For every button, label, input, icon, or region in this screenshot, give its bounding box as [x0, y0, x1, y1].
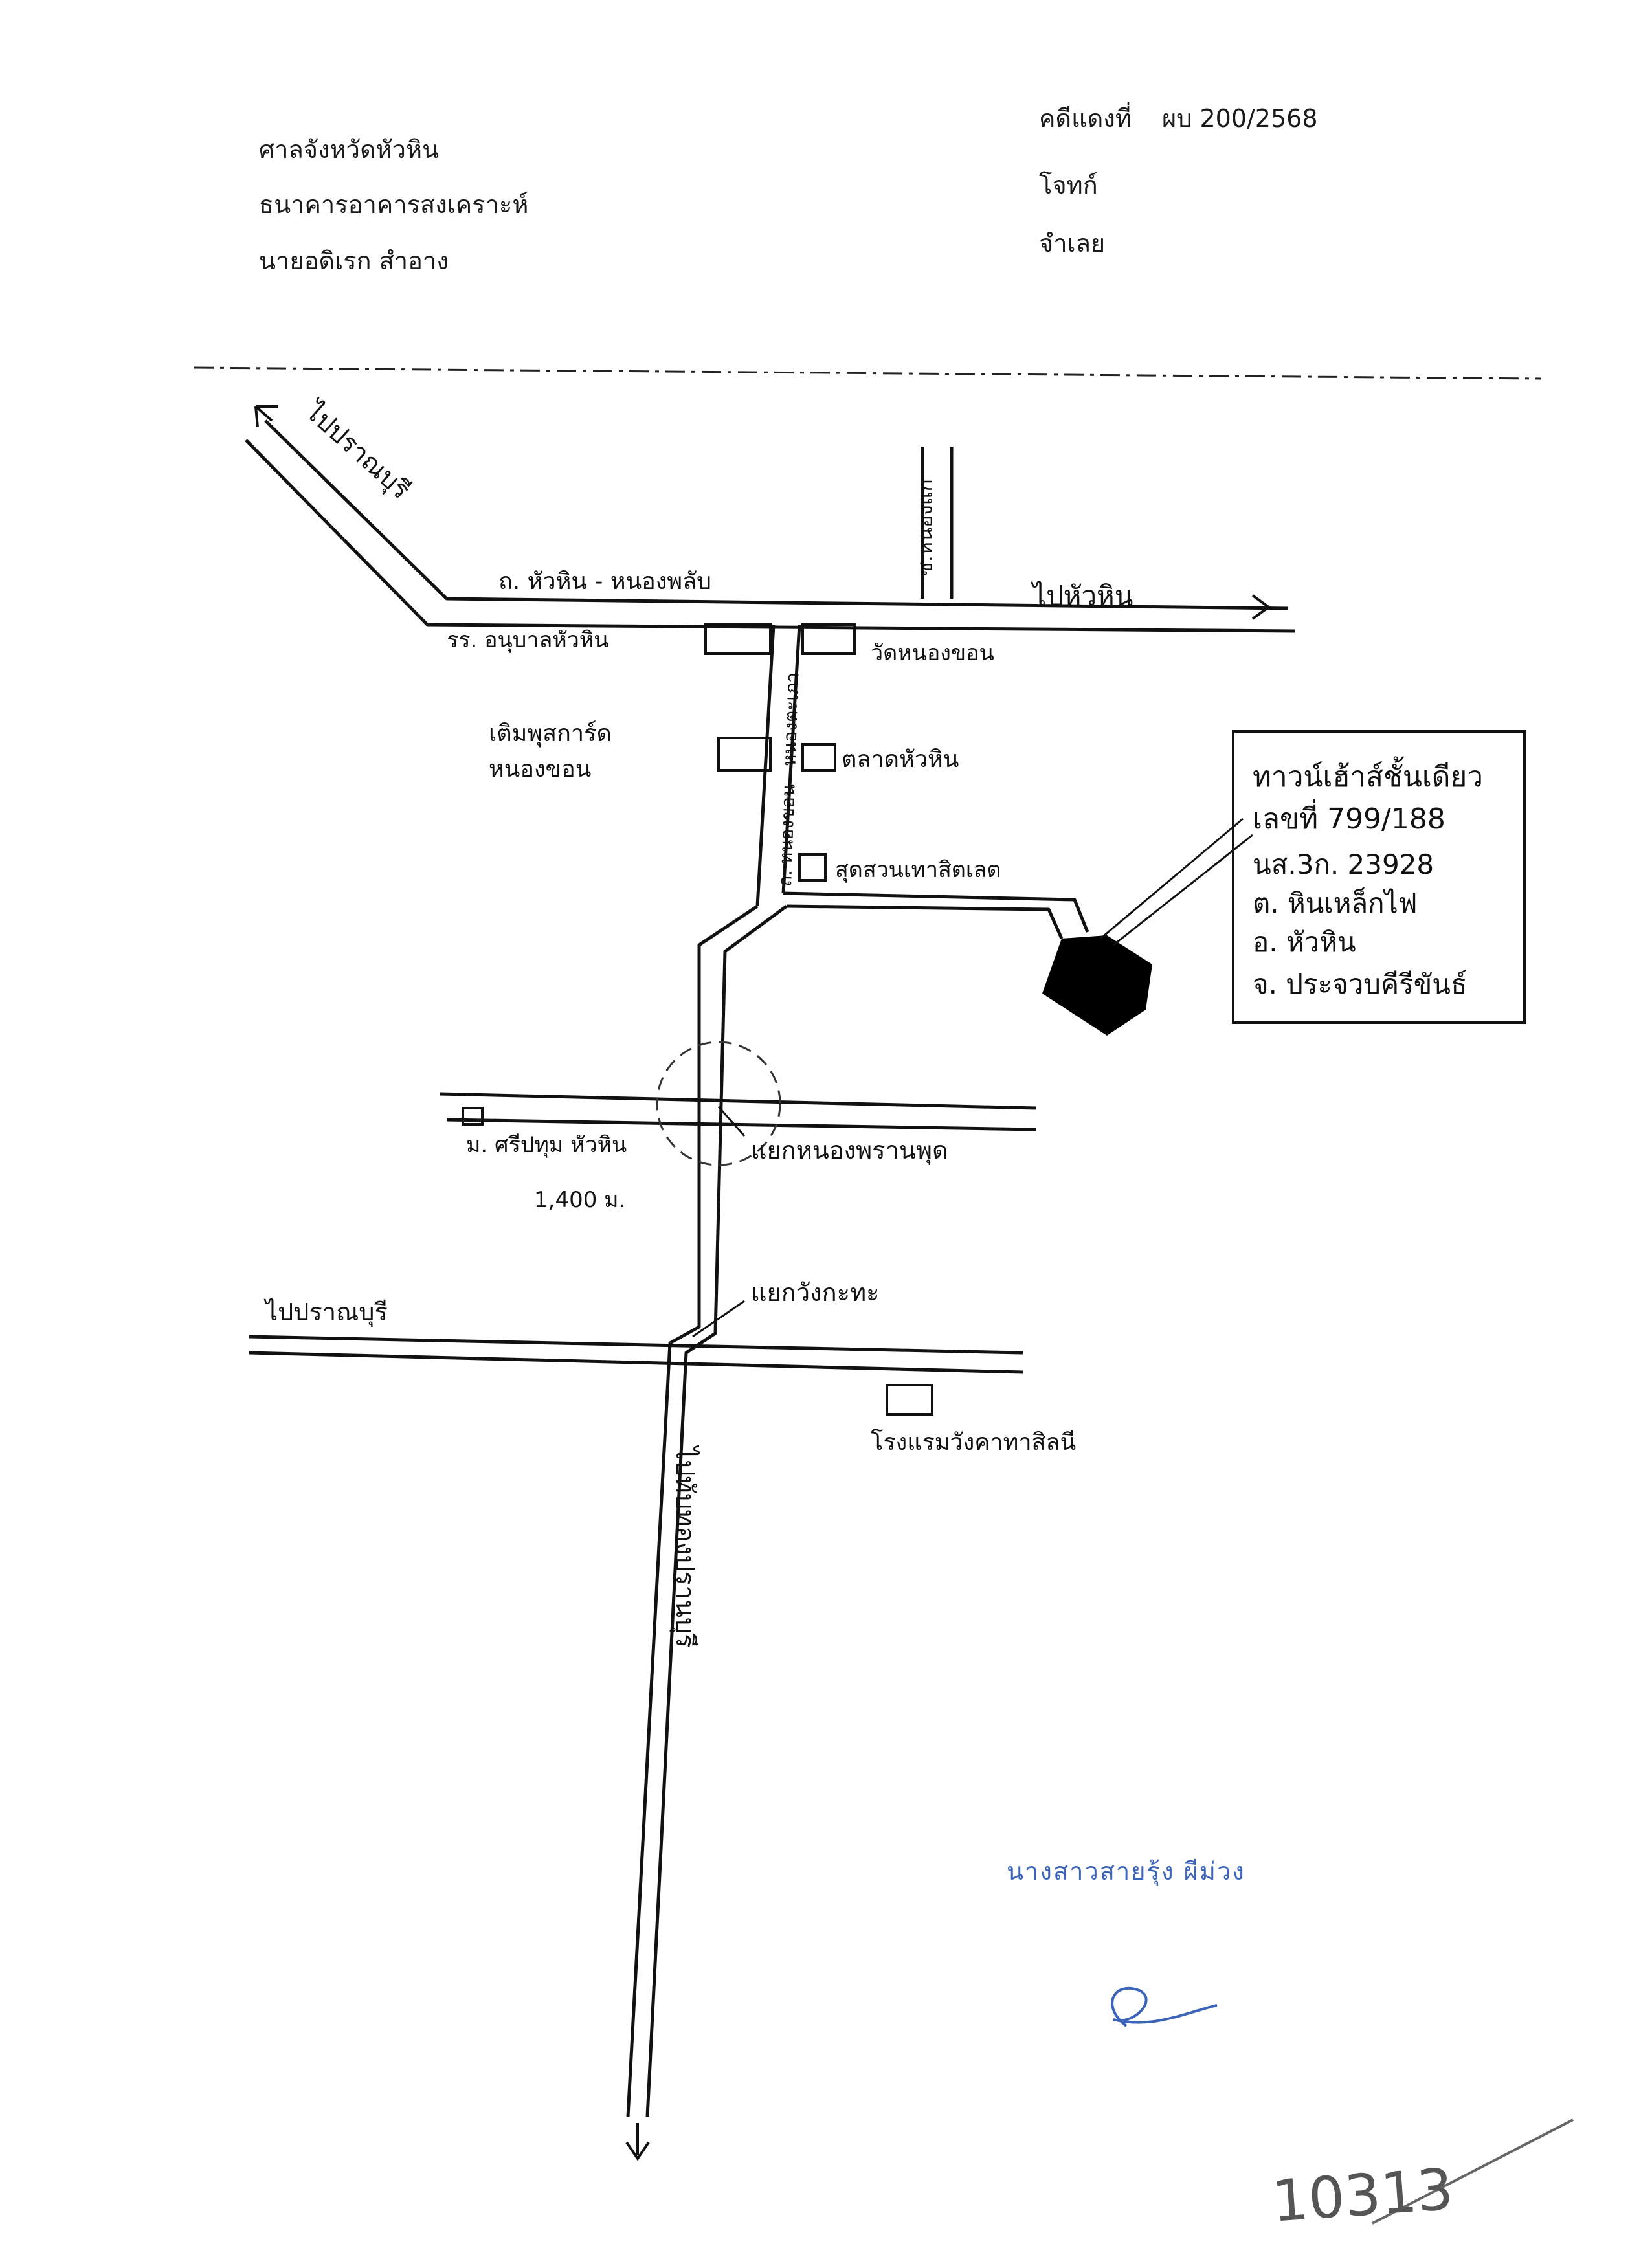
label-to-huahin: ไปหัวหิน — [1031, 580, 1133, 612]
center-road-left — [755, 624, 776, 907]
page-number: 10313 — [1269, 2155, 1456, 2235]
arrow-right-icon — [1211, 594, 1271, 620]
intersection-pointer — [717, 1106, 746, 1137]
label-temple: วัดหนองขอน — [871, 640, 994, 666]
gas-station-building — [717, 737, 772, 772]
south-road-right — [645, 904, 788, 2117]
target-line-3: นส.3ก. 23928 — [1253, 849, 1434, 880]
target-line-1: ทาวน์เฮ้าส์ชั้นเดียว — [1253, 756, 1483, 794]
target-line-6: จ. ประจวบคีรีขันธ์ — [1253, 968, 1468, 1000]
target-line-4: ต. หินเหล็กไฟ — [1253, 887, 1417, 919]
road-network — [245, 419, 1295, 2117]
plaintiff-label: โจทก์ — [1039, 171, 1098, 199]
label-university: ม. ศรีปทุม หัวหิน — [466, 1132, 627, 1158]
label-market: ตลาดหัวหิน — [842, 746, 959, 773]
arrow-top-left-icon — [254, 405, 278, 428]
label-to-pranburi-top: ไปปราณบุรี — [298, 395, 415, 506]
case-number: ผบ 200/2568 — [1162, 104, 1318, 133]
intersection-circle — [656, 1041, 781, 1166]
separator-line — [194, 366, 1541, 380]
label-gas-station: เติมพุสการ์ด — [489, 720, 612, 748]
cross-road-1-bottom — [446, 1118, 1036, 1131]
label-side-road: ซ.หนองแก — [913, 479, 937, 576]
university-building — [462, 1107, 484, 1126]
label-school: รร. อนุบาลหัวหิน — [447, 627, 608, 653]
intersection-2-pointer — [692, 1300, 745, 1338]
hotel-building — [886, 1384, 933, 1416]
label-intersection-1: แยกหนองพรานพุด — [751, 1136, 948, 1165]
label-intersection-2: แยกวังกะทะ — [751, 1278, 880, 1307]
case-label: คดีแดงที่ — [1039, 104, 1132, 133]
defendant-label: จำเลย — [1039, 229, 1106, 258]
temple-building — [801, 623, 856, 655]
cross-road-1-top — [440, 1092, 1036, 1110]
target-callout-box — [1232, 730, 1526, 1024]
cross-road-2-top — [249, 1335, 1023, 1355]
label-village-entrance: สุดสวนเทาสิตเลต — [835, 857, 1001, 883]
target-road-bottom — [786, 904, 1064, 940]
target-property-marker — [1042, 935, 1152, 1036]
label-gas-station-2: หนองขอน — [489, 756, 591, 783]
signature-scribble — [1111, 1986, 1218, 2027]
village-entrance-building — [798, 853, 827, 882]
arrow-down-icon — [625, 2123, 650, 2161]
callout-pointer — [1100, 817, 1253, 946]
main-road-upper-edge — [264, 419, 1289, 610]
signature-name: นางสาวสายรุ้ง ผีม่วง — [1007, 1857, 1245, 1885]
label-to-pranburi-bottom: ไปปราณบุรี — [263, 1298, 388, 1327]
south-road-left — [626, 904, 759, 2117]
school-building — [704, 623, 772, 655]
target-line-2: เลขที่ 799/188 — [1253, 799, 1446, 836]
label-bottom-road: ไปทับทองปรานบุรี — [669, 1445, 700, 1648]
pencil-slash — [1372, 2118, 1574, 2225]
main-road-lower-edge — [245, 439, 1295, 633]
target-line-5: อ. หัวหิน — [1253, 926, 1356, 958]
market-building — [801, 743, 836, 772]
cross-road-2-bottom — [249, 1351, 1023, 1374]
label-hotel: โรงแรมวังคาทาสิลนี — [871, 1429, 1076, 1456]
label-distance: 1,400 ม. — [534, 1187, 625, 1213]
label-main-road: ถ. หัวหิน - หนองพลับ — [498, 568, 711, 595]
target-road-top — [783, 891, 1089, 933]
defendant-name: นายอดิเรก สำอาง — [259, 247, 449, 275]
plaintiff-name: ธนาคารอาคารสงเคราะห์ — [259, 190, 529, 219]
center-road-right — [781, 624, 801, 894]
court-name: ศาลจังหวัดหัวหิน — [259, 135, 440, 164]
